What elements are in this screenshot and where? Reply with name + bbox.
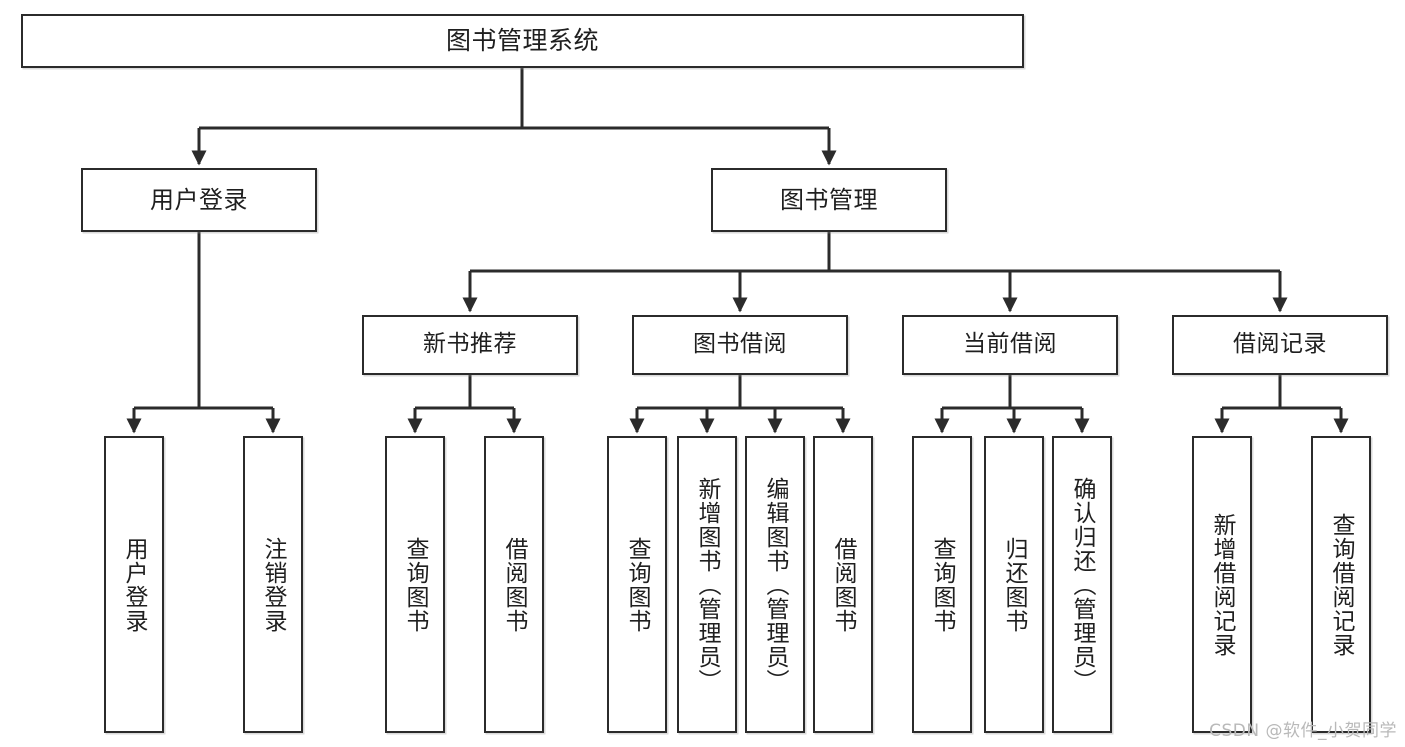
node-user-login-label: 用户登录 <box>150 185 248 214</box>
node-leaf-logout[interactable]: 注销登录 <box>243 436 303 733</box>
node-leaf-query-book-3[interactable]: 查询图书 <box>912 436 972 733</box>
node-leaf-return-book[interactable]: 归还图书 <box>984 436 1044 733</box>
node-current-borrow[interactable]: 当前借阅 <box>902 315 1118 375</box>
node-leaf-edit-book-label: 编辑图书（管理员） <box>762 476 789 693</box>
node-leaf-add-record-label: 新增借阅记录 <box>1209 512 1236 657</box>
node-leaf-query-record-label: 查询借阅记录 <box>1328 512 1355 657</box>
node-leaf-borrow-book-1[interactable]: 借阅图书 <box>484 436 544 733</box>
node-new-book-recommend[interactable]: 新书推荐 <box>362 315 578 375</box>
node-borrow-record-label: 借阅记录 <box>1233 331 1327 358</box>
node-leaf-logout-label: 注销登录 <box>260 536 287 633</box>
node-leaf-return-book-label: 归还图书 <box>1001 536 1028 633</box>
node-leaf-add-record[interactable]: 新增借阅记录 <box>1192 436 1252 733</box>
node-leaf-borrow-book-1-label: 借阅图书 <box>501 536 528 633</box>
node-leaf-query-book-2-label: 查询图书 <box>624 536 651 633</box>
node-leaf-user-login-label: 用户登录 <box>121 536 148 633</box>
node-leaf-query-book-3-label: 查询图书 <box>929 536 956 633</box>
node-leaf-user-login[interactable]: 用户登录 <box>104 436 164 733</box>
node-borrow-record[interactable]: 借阅记录 <box>1172 315 1388 375</box>
node-leaf-add-book-label: 新增图书（管理员） <box>694 476 721 693</box>
node-leaf-query-book-1-label: 查询图书 <box>402 536 429 633</box>
node-leaf-query-book-2[interactable]: 查询图书 <box>607 436 667 733</box>
node-leaf-add-book[interactable]: 新增图书（管理员） <box>677 436 737 733</box>
csdn-watermark: CSDN @软件_小贺同学 <box>1209 721 1397 741</box>
node-book-manage[interactable]: 图书管理 <box>711 168 947 232</box>
node-leaf-confirm-return[interactable]: 确认归还（管理员） <box>1052 436 1112 733</box>
node-leaf-borrow-book-2-label: 借阅图书 <box>830 536 857 633</box>
node-root-label: 图书管理系统 <box>445 26 599 56</box>
node-user-login[interactable]: 用户登录 <box>81 168 317 232</box>
node-root[interactable]: 图书管理系统 <box>21 14 1024 68</box>
node-book-borrow[interactable]: 图书借阅 <box>632 315 848 375</box>
node-leaf-edit-book[interactable]: 编辑图书（管理员） <box>745 436 805 733</box>
node-leaf-query-book-1[interactable]: 查询图书 <box>385 436 445 733</box>
node-leaf-borrow-book-2[interactable]: 借阅图书 <box>813 436 873 733</box>
node-book-borrow-label: 图书借阅 <box>693 331 787 358</box>
node-book-manage-label: 图书管理 <box>780 185 878 214</box>
node-leaf-confirm-return-label: 确认归还（管理员） <box>1069 476 1096 693</box>
node-leaf-query-record[interactable]: 查询借阅记录 <box>1311 436 1371 733</box>
node-current-borrow-label: 当前借阅 <box>963 331 1057 358</box>
node-new-book-recommend-label: 新书推荐 <box>423 331 517 358</box>
